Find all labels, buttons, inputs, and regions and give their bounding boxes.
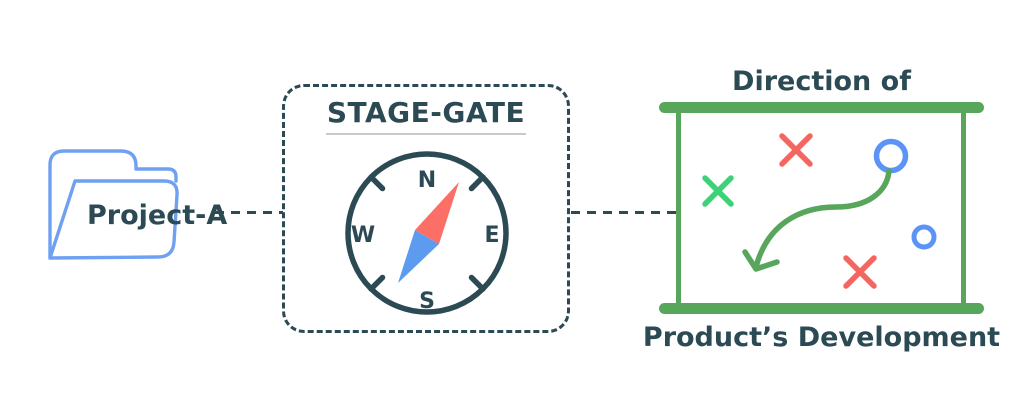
curved-arrow xyxy=(742,168,892,272)
compass-ticks xyxy=(368,174,486,292)
board-frame-bottom-bar xyxy=(659,303,984,314)
stage-gate-title: STAGE-GATE xyxy=(326,96,526,129)
connector-stagegate-to-board xyxy=(571,211,678,214)
board-frame-left-line xyxy=(676,113,681,303)
folder-icon xyxy=(48,149,179,260)
folder-front-panel xyxy=(48,179,179,260)
project-label: Project-A xyxy=(87,200,228,231)
compass-label-east: E xyxy=(484,223,499,248)
compass-ring xyxy=(345,151,509,315)
stage-gate-box: STAGE-GATE N S W E xyxy=(282,84,570,333)
stage-gate-title-underline xyxy=(326,133,526,135)
compass-needle-south xyxy=(398,230,439,283)
board-frame-right-line xyxy=(961,113,966,303)
folder-back-panel xyxy=(48,149,178,260)
board-caption-bottom: Product’s Development xyxy=(642,322,1001,353)
compass-label-north: N xyxy=(418,168,436,193)
x-mark-green xyxy=(702,175,734,207)
connector-project-to-stagegate xyxy=(215,211,283,214)
circle-marker-large xyxy=(873,138,909,174)
compass-label-west: W xyxy=(351,223,375,248)
circle-marker-small xyxy=(911,224,937,250)
x-mark-red-top xyxy=(779,133,813,167)
board-frame-top-bar xyxy=(659,102,984,113)
board-caption-top: Direction of xyxy=(732,66,911,97)
x-mark-red-bottom xyxy=(843,255,877,289)
strategy-board-markers xyxy=(702,133,937,289)
compass-icon: N S W E xyxy=(345,151,509,315)
compass-needle-north xyxy=(415,182,459,244)
compass-label-south: S xyxy=(419,289,435,314)
